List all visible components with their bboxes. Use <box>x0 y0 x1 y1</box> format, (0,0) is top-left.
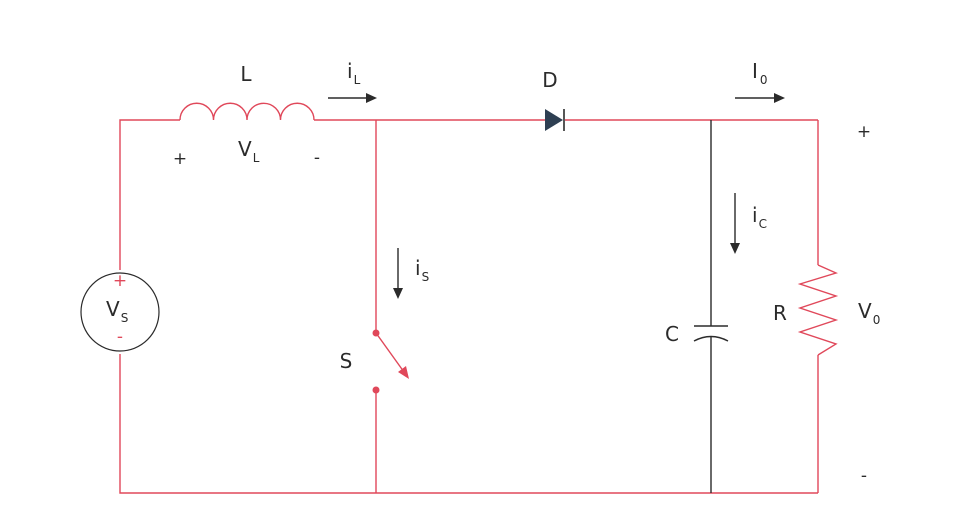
source-minus-sign: - <box>117 327 123 347</box>
resistor: R V0 <box>773 264 880 356</box>
switch-current-arrow: iS <box>393 248 429 299</box>
capacitor-label: C <box>665 322 679 346</box>
switch-blade <box>375 332 405 373</box>
switch: S <box>340 329 409 394</box>
capacitor-current-label: iC <box>752 203 767 231</box>
inductor: L VL + - <box>173 62 320 169</box>
diode-label: D <box>542 68 557 92</box>
inductor-label: L <box>240 62 252 86</box>
circuit-wires <box>119 119 819 494</box>
wire-bottom <box>119 354 818 494</box>
resistor-label: R <box>773 301 787 325</box>
resistor-zigzag <box>797 264 839 356</box>
source-plus-sign: + <box>113 271 127 291</box>
inductor-plus-sign: + <box>173 149 187 169</box>
output-voltage-label: V0 <box>858 299 880 327</box>
output-minus-sign: - <box>861 466 867 486</box>
wire-left-top <box>119 119 180 270</box>
inductor-current-label: iL <box>347 59 361 87</box>
diode-triangle <box>545 109 563 131</box>
inductor-minus-sign: - <box>314 148 320 168</box>
inductor-current-arrow: iL <box>328 59 377 103</box>
voltage-source: + VS - <box>80 271 160 352</box>
switch-label: S <box>340 349 353 373</box>
switch-blade-tip <box>398 366 409 379</box>
voltage-source-circle <box>80 272 160 352</box>
capacitor-current-arrow: iC <box>730 193 767 254</box>
switch-bottom-terminal <box>372 386 380 394</box>
switch-current-label: iS <box>415 256 429 284</box>
diode: D <box>542 68 565 131</box>
capacitor: C <box>665 120 729 493</box>
source-label: VS <box>106 297 128 325</box>
inductor-coil <box>179 102 315 121</box>
output-plus-sign: + <box>857 122 871 142</box>
inductor-voltage-label: VL <box>238 137 260 165</box>
